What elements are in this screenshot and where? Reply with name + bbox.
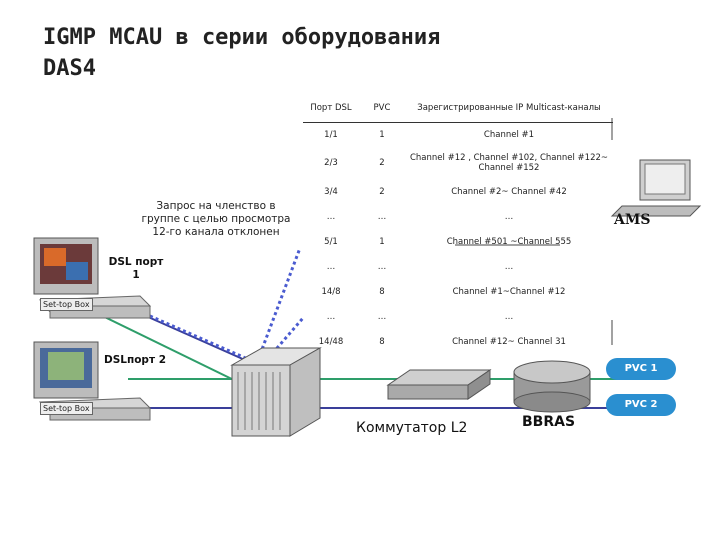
table-row: … … … <box>303 254 613 279</box>
title-line-2: DAS4 <box>43 56 96 81</box>
table-cell: 8 <box>379 336 385 347</box>
ams-label: AMS <box>614 212 651 228</box>
table-cell: Channel #501 ~Channel 555 <box>446 236 572 247</box>
table-row: … … … <box>303 304 613 329</box>
table-row: … … … <box>303 204 613 229</box>
pvc1-badge: PVC 1 <box>606 358 676 380</box>
title-line-1: IGMP MCAU в серии оборудования <box>43 25 441 50</box>
table-header: Порт DSL <box>303 94 359 123</box>
tv-2 <box>33 341 99 399</box>
table-cell: … <box>377 261 387 272</box>
set-top-box-1-label: Set-top Box <box>40 298 93 311</box>
table-row: 3/4 2 Channel #2~ Channel #42 <box>303 179 613 204</box>
table-cell: 1 <box>379 129 385 140</box>
igmp-request-dotted <box>256 247 302 361</box>
table-cell: Channel #1~Channel #12 <box>452 286 566 297</box>
igmp-channel-table: Порт DSL PVC Зарегистрированные IP Multi… <box>303 94 613 354</box>
table-row: 5/1 1 Channel #501 ~Channel 555 <box>303 229 613 254</box>
bbras-router <box>513 360 591 413</box>
table-row: 14/8 8 Channel #1~Channel #12 <box>303 279 613 304</box>
table-cell: … <box>504 261 514 272</box>
table-cell: 3/4 <box>324 186 338 197</box>
dsl-port-2-label: DSLпорт 2 <box>104 354 167 366</box>
switch-label: Коммутатор L2 <box>356 420 468 436</box>
table-cell: 2/3 <box>324 158 338 168</box>
table-header-row: Порт DSL PVC Зарегистрированные IP Multi… <box>303 94 613 123</box>
table-cell: … <box>504 211 514 222</box>
table-cell: 5/1 <box>324 236 338 247</box>
table-row: 14/48 8 Channel #12~ Channel 31 <box>303 329 613 354</box>
table-cell: 2 <box>379 186 385 197</box>
table-cell: … <box>377 311 387 322</box>
table-cell: … <box>504 311 514 322</box>
igmp-request-dotted <box>149 314 251 362</box>
table-cell: Channel #12~ Channel 31 <box>452 336 566 347</box>
tv-1 <box>33 237 99 295</box>
table-cell: 14/48 <box>318 336 344 347</box>
table-cell: 14/8 <box>321 286 341 297</box>
ams-workstation <box>610 159 702 217</box>
table-cell: Channel #12 , Channel #102, Channel #122… <box>409 153 609 173</box>
dsl-port-1-label: DSL порт 1 <box>108 256 164 281</box>
igmp-request-dotted <box>263 317 305 363</box>
membership-denied-note: Запрос на членство в группе с целью прос… <box>141 200 291 238</box>
table-cell: … <box>377 211 387 222</box>
table-header: Зарегистрированные IP Multicast-каналы <box>405 94 613 123</box>
l2-switch <box>386 369 492 400</box>
table-cell: … <box>326 261 336 272</box>
table-cell: Channel #1 <box>483 129 535 140</box>
table-cell: 1/1 <box>324 129 338 140</box>
table-cell: 2 <box>379 158 385 168</box>
table-cell: 8 <box>379 286 385 297</box>
table-cell: … <box>326 211 336 222</box>
set-top-box-2-label: Set-top Box <box>40 402 93 415</box>
table-cell: … <box>326 311 336 322</box>
table-header: PVC <box>359 94 405 123</box>
table-cell: Channel #2~ Channel #42 <box>451 186 567 197</box>
pvc2-badge: PVC 2 <box>606 394 676 416</box>
bbras-label: BBRAS <box>522 414 576 430</box>
table-row: 2/3 2 Channel #12 , Channel #102, Channe… <box>303 147 613 179</box>
table-row: 1/1 1 Channel #1 <box>303 122 613 147</box>
table-cell: 1 <box>379 236 385 247</box>
das4-chassis <box>230 347 322 437</box>
page-title: IGMP MCAU в серии оборудования DAS4 <box>43 22 440 84</box>
